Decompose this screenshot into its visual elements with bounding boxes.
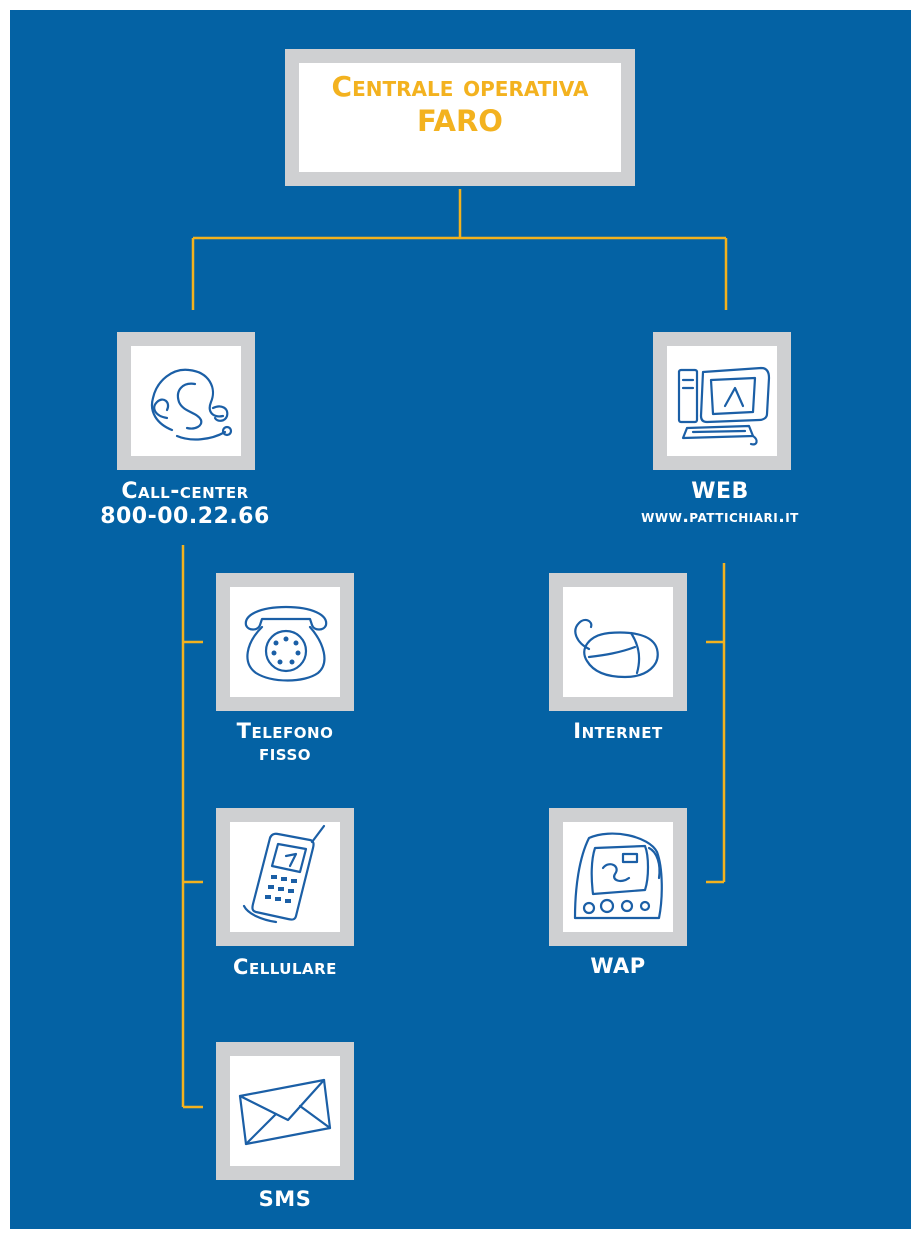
sms-label: SMS [200, 1188, 370, 1210]
mobile-phone-icon [242, 824, 326, 924]
pda-icon [573, 832, 663, 920]
web-title: WEB [691, 479, 749, 504]
root-node [285, 49, 635, 186]
headset-icon [150, 368, 233, 441]
web-url: www.pattichiari.it [641, 507, 799, 528]
envelope-icon [238, 1078, 332, 1146]
cellulare-node [216, 808, 354, 946]
internet-label: Internet [533, 720, 703, 742]
wap-label: WAP [533, 955, 703, 977]
root-title-line2: FARO [417, 103, 503, 138]
rotary-phone-icon [244, 605, 328, 682]
internet-text: Internet [573, 719, 663, 743]
internet-node [549, 573, 687, 711]
root-title: Centrale operativa FARO [300, 70, 620, 138]
web-label: WEB www.pattichiari.it [590, 480, 850, 527]
mouse-icon [574, 618, 659, 679]
sms-text: SMS [258, 1187, 312, 1211]
telefono-node [216, 573, 354, 711]
wap-node [549, 808, 687, 946]
cellulare-label: Cellulare [200, 956, 370, 978]
computer-icon [677, 366, 771, 446]
sms-node [216, 1042, 354, 1180]
telefono-line1: Telefono [236, 719, 334, 743]
telefono-line2: fisso [258, 741, 311, 766]
web-node [653, 332, 791, 470]
call-center-number: 800-00.22.66 [100, 504, 270, 530]
call-center-label: Call-center 800-00.22.66 [85, 480, 285, 528]
call-center-node [117, 332, 255, 470]
cellulare-text: Cellulare [233, 955, 337, 979]
wap-text: WAP [590, 954, 646, 978]
root-title-line1: Centrale operativa [331, 70, 589, 103]
call-center-title: Call-center [121, 479, 249, 504]
telefono-label: Telefono fisso [200, 720, 370, 764]
